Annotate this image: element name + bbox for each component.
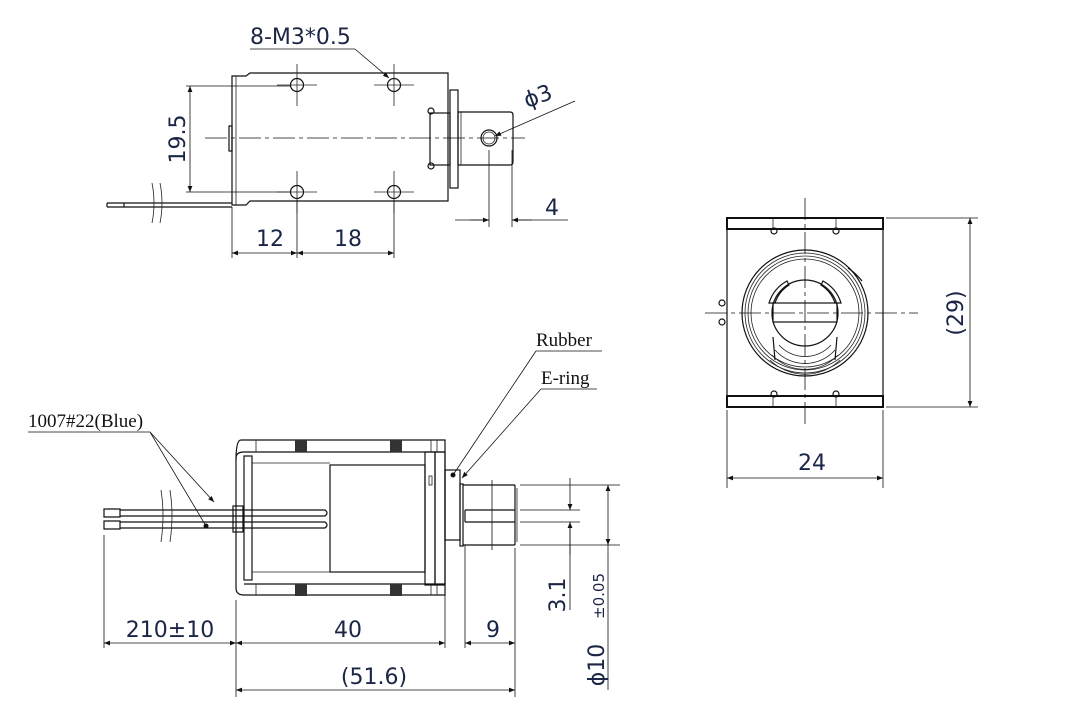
break-mark [151, 182, 163, 224]
top-wire [106, 202, 232, 208]
e-ring [459, 483, 464, 547]
mounting-holes [277, 64, 414, 213]
dim-29: (29) [944, 290, 969, 335]
dim-19-5: 19.5 [166, 115, 191, 164]
dim-phi-3: ϕ3 [521, 80, 556, 113]
dim-phi-10: ϕ10 [585, 644, 610, 687]
top-body-outline [231, 72, 449, 206]
end-view: (29) 24 [705, 198, 978, 488]
coil-windings [295, 440, 402, 596]
coil-body [329, 464, 426, 573]
wire-label: 1007#22(Blue) [28, 411, 143, 432]
top-ering [429, 112, 451, 166]
dim-18: 18 [334, 227, 362, 252]
side-view: 1007#22(Blue) Rubber E-ring 210±10 40 9 … [28, 330, 620, 697]
end-plate [424, 451, 436, 586]
lead-wires [103, 489, 328, 543]
dim-51-6: (51.6) [341, 665, 407, 690]
top-plunger [457, 111, 514, 166]
dim-24: 24 [798, 451, 826, 476]
thread-callout: 8-M3*0.5 [250, 25, 351, 50]
dim-12: 12 [256, 227, 284, 252]
side-plunger [463, 484, 516, 546]
dim-3-1: 3.1 [546, 578, 571, 613]
top-flange [449, 89, 459, 189]
side-frame [235, 439, 446, 596]
rubber-washer [444, 469, 461, 541]
ering-label: E-ring [541, 368, 590, 389]
plunger-pin-hole [480, 129, 498, 147]
dim-4: 4 [545, 196, 559, 221]
dim-9: 9 [486, 618, 500, 643]
top-rivet [228, 125, 233, 152]
dim-210: 210±10 [126, 618, 214, 643]
top-view: 19.5 12 18 4 ϕ3 8-M3*0.5 [106, 25, 576, 258]
dim-tolerance: ±0.05 [590, 573, 608, 619]
dim-40: 40 [334, 618, 362, 643]
rubber-label: Rubber [536, 330, 593, 351]
